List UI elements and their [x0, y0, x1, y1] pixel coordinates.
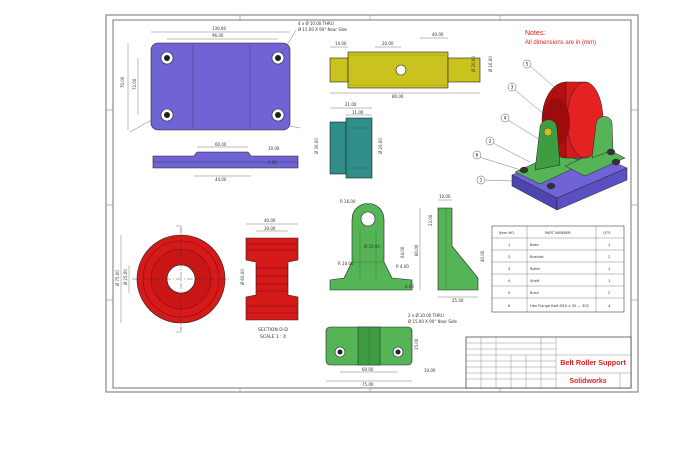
shaft-dim-2: 14.00	[335, 41, 347, 46]
bracket-dim-1: R 16.00	[340, 199, 356, 204]
bush-dim-2: 11.00	[352, 110, 364, 115]
bracket-dim-6: 64.00	[400, 246, 405, 258]
bracket-top-dim-1: 60.00	[362, 367, 374, 372]
balloon-label: 2	[489, 139, 492, 144]
notes-text: All dimensions are in (mm)	[525, 40, 596, 46]
roller-dim-1: Ø 75.00	[115, 270, 120, 286]
bracket-top-dim-3: 15.00	[414, 338, 419, 350]
bom-cell-item: 6	[508, 304, 511, 308]
bom-header-qty: QTY.	[603, 231, 611, 235]
base-top-dim-hole-vertical: 72.00	[132, 78, 137, 90]
base-top-dim-width: 70.00	[120, 76, 125, 88]
bom-cell-part: Shaft	[530, 279, 540, 283]
shaft-dim-1: 40.00	[432, 32, 444, 37]
bom-table: Item NO. PART NUMBER QTY. 1 Base 1 2 Bra…	[491, 225, 625, 313]
assembly-isometric-view	[478, 65, 628, 211]
roller-dim-4: 30.00	[264, 226, 276, 231]
balloon-label: 5	[526, 62, 529, 67]
bracket-dim-3: R 10.00	[338, 261, 354, 266]
base-top-dim-hole-spacing: 96.00	[212, 33, 224, 38]
notes-heading: Notes:	[525, 30, 545, 37]
base-side-dim-top: 60.00	[215, 142, 227, 147]
bracket-dim-5: 80.00	[414, 244, 419, 256]
base-top-view: 130.00 96.00 70.00 72.00 4 x Ø 10.00 THR…	[120, 21, 348, 133]
balloon-label: 6	[476, 153, 479, 158]
shaft-dim-5: Ø 16.00	[488, 56, 493, 72]
roller-dim-3: 40.00	[264, 218, 276, 223]
base-side-view: 60.00 44.00 10.00 4.00	[152, 142, 299, 182]
assembly-balloons: 5 3 4 2 6 1	[472, 59, 532, 185]
base-side-dim-thick: 10.00	[268, 146, 280, 151]
bom-cell-item: 5	[508, 291, 510, 295]
roller-dim-2: Ø 25.00	[123, 269, 128, 285]
base-top-dim-length: 130.00	[212, 26, 226, 31]
balloon-label: 4	[504, 116, 507, 121]
bom-cell-item: 2	[508, 255, 510, 259]
bom-cell-qty: 1	[608, 279, 610, 283]
bracket-top-callout: 2 x Ø 10.00 THRU	[408, 313, 444, 318]
section-label: SECTION D-D	[258, 327, 288, 333]
bracket-top-callout-cs: Ø 15.00 X 90° Near Side	[408, 319, 458, 324]
bracket-side-dim-2: 40.00	[480, 250, 485, 262]
drawing-software: Solidworks	[569, 378, 606, 385]
balloon-label: 1	[480, 178, 483, 183]
balloon	[485, 136, 495, 146]
bracket-top-view: 2 x Ø 10.00 THRU Ø 15.00 X 90° Near Side…	[325, 313, 458, 387]
balloon	[476, 175, 486, 185]
bracket-dim-2: Ø 20.00	[364, 244, 380, 249]
bom-cell-item: 3	[508, 267, 510, 271]
bom-cell-part: Hex Flange Bolt M10 x 30 — 30C	[530, 304, 590, 308]
base-hole-callout-cs: Ø 15.00 X 90° Near Side	[298, 27, 348, 32]
title-block: Belt Roller Support Solidworks	[465, 336, 632, 389]
section-scale: SCALE 1 : 4	[260, 334, 286, 340]
base-side-dim-step: 4.00	[268, 160, 277, 165]
bush-dim-1: 21.00	[345, 102, 357, 107]
bom-header-item: Item NO.	[499, 231, 515, 235]
balloon	[500, 113, 510, 123]
bom-cell-qty: 1	[608, 267, 610, 271]
base-hole-callout: 4 x Ø 10.00 THRU	[298, 21, 334, 26]
drawing-title: Belt Roller Support	[560, 358, 626, 367]
zone-ticks	[106, 15, 638, 392]
bracket-top-dim-4: 10.00	[424, 368, 436, 373]
bom-cell-part: Base	[530, 243, 540, 247]
shaft-dim-4: Ø 20.00	[471, 56, 476, 72]
bracket-side-dim-4: 25.00	[452, 298, 464, 303]
bom-header-part: PART NUMBER	[545, 231, 571, 235]
balloon	[472, 150, 482, 160]
bracket-dim-4: R 4.00	[396, 264, 409, 269]
bom-cell-qty: 2	[608, 291, 610, 295]
balloon	[507, 82, 517, 92]
bracket-dim-7: 6.00	[405, 284, 414, 289]
bom-cell-item: 1	[508, 243, 510, 247]
bracket-side-dim-3: 23.00	[428, 214, 433, 226]
shaft-dim-3: 20.00	[382, 41, 394, 46]
roller-section-view: 40.00 30.00 Ø 60.00 SECTION D-D SCALE 1 …	[240, 218, 299, 340]
bom-cell-item: 4	[508, 279, 511, 283]
bracket-front-view: R 16.00 Ø 20.00 R 10.00 R 4.00 80.00 64.…	[329, 199, 421, 291]
roller-front-view: Ø 75.00 Ø 25.00	[115, 225, 230, 333]
base-side-dim-bottom: 44.00	[215, 177, 227, 182]
bracket-side-view: 10.00 40.00 23.00 25.00	[428, 194, 485, 303]
shaft-view: 40.00 14.00 20.00 Ø 20.00 Ø 16.00 80.00	[329, 32, 493, 99]
bush-dim-4: Ø 20.00	[378, 138, 383, 154]
bom-cell-part: Bracket	[530, 255, 544, 259]
bom-cell-qty: 4	[608, 304, 611, 308]
balloon	[522, 59, 532, 69]
bracket-top-dim-2: 75.00	[362, 382, 374, 387]
bush-dim-3: Ø 30.00	[314, 138, 319, 154]
bom-cell-part: Roller	[530, 267, 541, 271]
bom-cell-qty: 2	[608, 255, 610, 259]
bush-view: 21.00 11.00 Ø 30.00 Ø 20.00	[314, 102, 383, 179]
bom-cell-qty: 1	[608, 243, 610, 247]
roller-dim-5: Ø 60.00	[240, 269, 245, 285]
sheet-inner-border	[112, 19, 632, 389]
bom-cell-part: Bush	[530, 291, 539, 295]
shaft-dim-6: 80.00	[392, 94, 404, 99]
bracket-side-dim-1: 10.00	[439, 194, 451, 199]
balloon-label: 3	[511, 85, 514, 90]
